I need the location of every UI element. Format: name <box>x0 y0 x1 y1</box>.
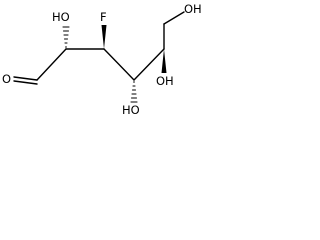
wedge-bond-c3-f <box>101 25 107 49</box>
bond-c3-c4 <box>103 48 135 81</box>
label-ho-c2: HO <box>52 10 70 24</box>
hashed-bond-c2-oh <box>62 26 70 48</box>
label-oh-c6: OH <box>184 2 202 16</box>
label-f-c3: F <box>100 10 107 24</box>
hashed-bond-c4-oh <box>130 81 138 103</box>
label-oh-c5: OH <box>156 74 174 88</box>
wedge-bond-c5-oh <box>161 49 167 73</box>
structural-formula: HO F OH O HO OH <box>2 2 202 117</box>
bond-c6-oh <box>163 11 185 25</box>
carbon-chain <box>36 11 185 81</box>
bond-c1-c2 <box>36 48 67 81</box>
bond-c4-c5 <box>133 48 165 81</box>
label-o-c1: O <box>2 72 11 86</box>
aldehyde-double-bond <box>13 76 38 85</box>
label-ho-c4: HO <box>122 103 140 117</box>
